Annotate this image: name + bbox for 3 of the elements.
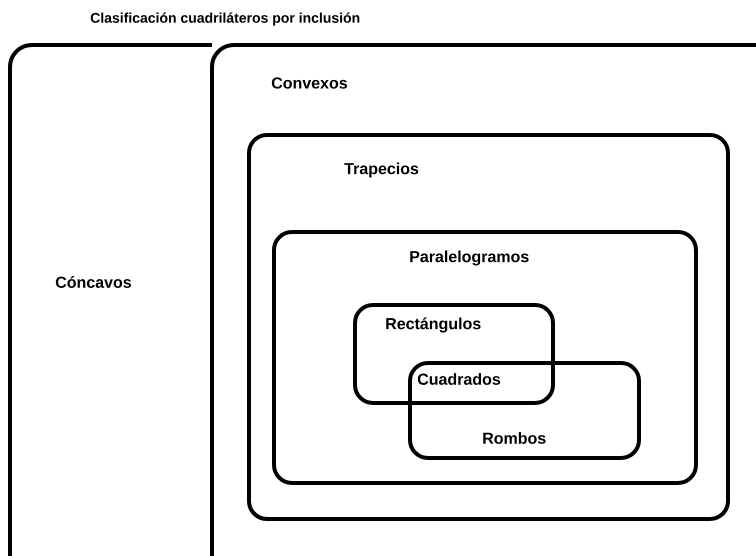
region: Cóncavos (8, 43, 212, 556)
set-label: Cuadrados (418, 373, 500, 385)
title: Clasificación cuadriláteros por inclusión (90, 12, 360, 26)
